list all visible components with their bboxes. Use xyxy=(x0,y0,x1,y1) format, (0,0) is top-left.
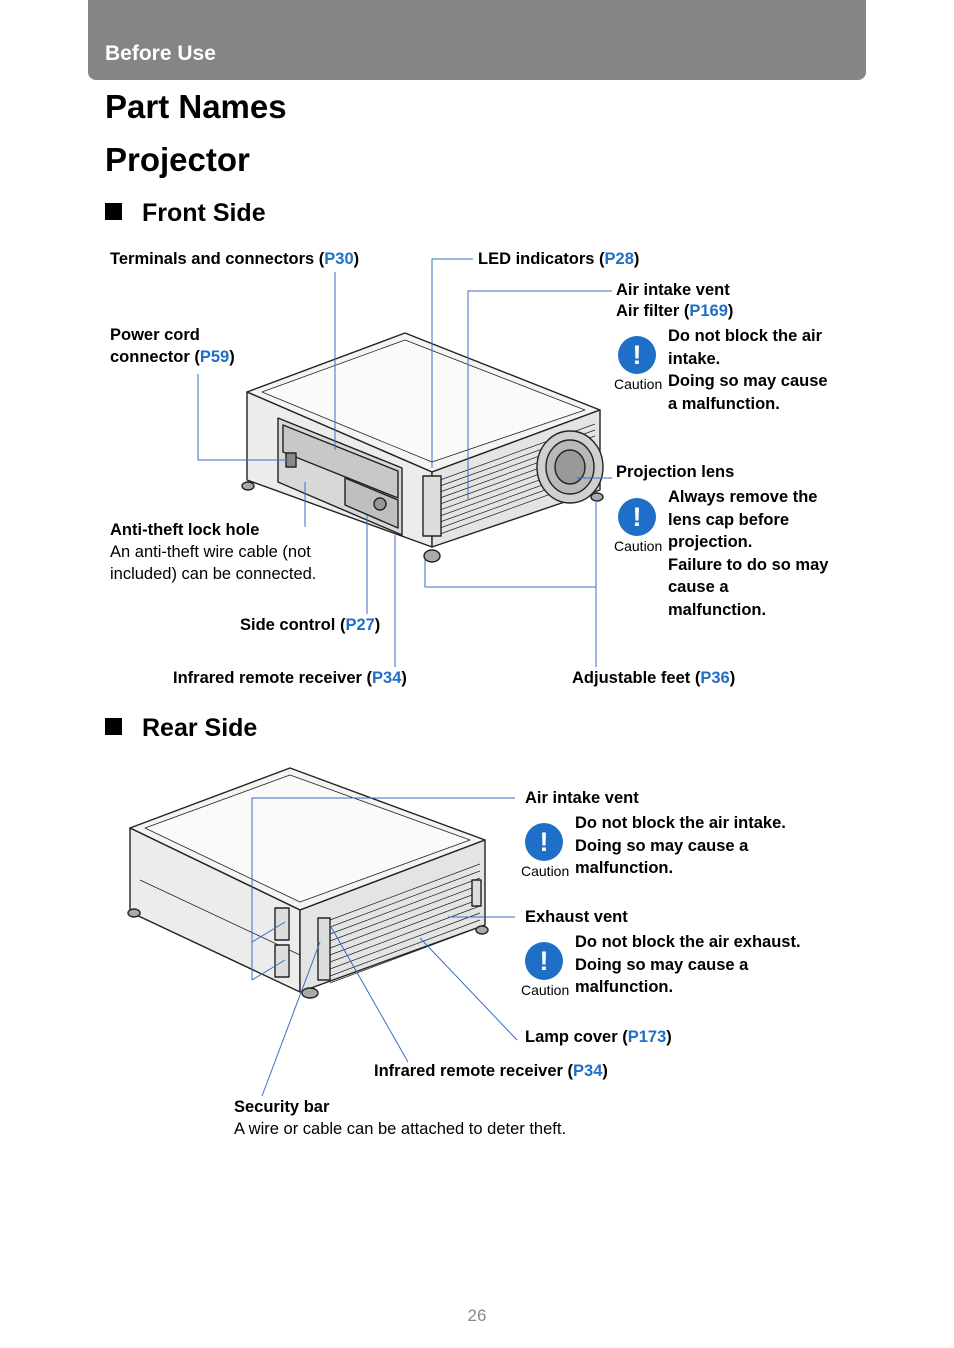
intake-caution-text: Do not block the air intake.Doing so may… xyxy=(575,814,786,877)
feet-page-link[interactable]: P36 xyxy=(700,669,730,687)
intake-caution-icon: !Caution xyxy=(521,823,569,880)
square-bullet-icon xyxy=(105,203,122,220)
header-bar: Before Use xyxy=(88,0,866,80)
terminals-label: Terminals and connectors (P30) xyxy=(110,250,360,268)
exhaust-label: Exhaust vent xyxy=(525,908,628,926)
lamp-cover-label: Lamp cover (P173) xyxy=(525,1028,672,1046)
rear-ir-page-link[interactable]: P34 xyxy=(573,1062,603,1080)
air-intake-label: Air intake vent xyxy=(616,281,730,299)
air-caution-icon: !Caution xyxy=(614,336,662,393)
side-control-page-link[interactable]: P27 xyxy=(345,616,375,634)
front-ir-page-link[interactable]: P34 xyxy=(372,669,402,687)
lamp-page-link[interactable]: P173 xyxy=(627,1028,667,1046)
page-number: 26 xyxy=(467,1306,487,1325)
led-label: LED indicators (P28) xyxy=(478,250,640,268)
antitheft-label: Anti-theft lock hole An anti-theft wire … xyxy=(110,521,317,583)
air-filter-page-link[interactable]: P169 xyxy=(689,302,728,320)
page-subtitle: Projector xyxy=(105,141,250,178)
side-control-label: Side control (P27) xyxy=(240,616,381,634)
security-bar-label: Security bar A wire or cable can be atta… xyxy=(234,1098,567,1138)
power-page-link[interactable]: P59 xyxy=(199,348,230,366)
lens-caution-icon: !Caution xyxy=(614,498,662,555)
section-title: Before Use xyxy=(105,42,216,65)
led-page-link[interactable]: P28 xyxy=(604,250,634,268)
rear-side-heading: Rear Side xyxy=(105,716,257,741)
rear-air-intake-label: Air intake vent xyxy=(525,789,639,807)
front-ir-label: Infrared remote receiver (P34) xyxy=(173,669,407,687)
square-bullet-icon xyxy=(105,718,122,735)
page-title: Part Names xyxy=(105,88,287,125)
terminals-page-link[interactable]: P30 xyxy=(324,250,354,268)
rear-ir-label: Infrared remote receiver (P34) xyxy=(374,1062,608,1080)
air-filter-label: Air filter (P169) xyxy=(616,302,734,320)
exhaust-caution-icon: !Caution xyxy=(521,942,569,999)
exhaust-caution-text: Do not block the air exhaust.Doing so ma… xyxy=(575,933,801,996)
front-side-heading: Front Side xyxy=(105,201,266,226)
feet-label: Adjustable feet (P36) xyxy=(572,669,736,687)
lens-label: Projection lens xyxy=(616,463,735,481)
